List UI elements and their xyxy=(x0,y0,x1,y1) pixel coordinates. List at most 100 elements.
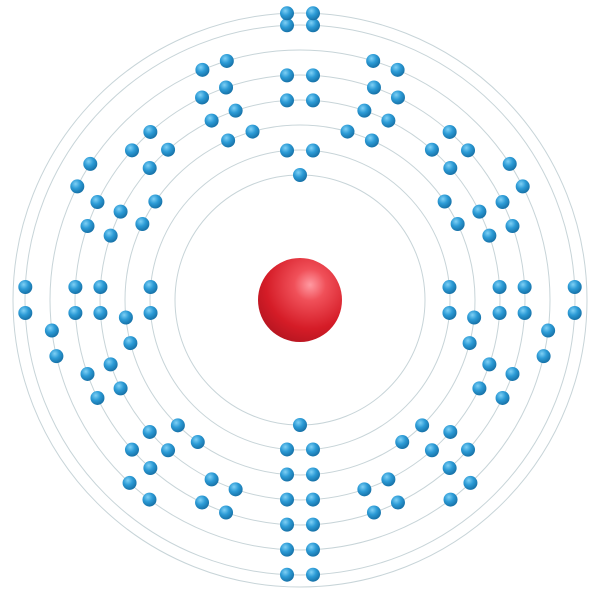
electron-shell-3-10 xyxy=(280,467,295,482)
electron-shell-2-2 xyxy=(305,143,320,158)
shell-ring-3 xyxy=(124,124,476,476)
electron-shell-5-22 xyxy=(124,442,139,457)
electron-shell-5-12 xyxy=(495,390,510,405)
electron-shell-5-27 xyxy=(80,219,95,234)
electron-shell-3-1 xyxy=(340,124,355,139)
electron-shell-3-17 xyxy=(221,133,236,148)
electron-shell-3-13 xyxy=(123,336,138,351)
electron-shell-5-26 xyxy=(68,280,83,295)
electron-shell-4-15 xyxy=(381,472,396,487)
electron-shell-4-11 xyxy=(482,357,497,372)
electron-shell-7-2 xyxy=(306,18,320,33)
electron-shell-6-3 xyxy=(502,156,517,171)
electron-shell-5-30 xyxy=(143,124,158,139)
electron-shell-3-2 xyxy=(364,133,379,148)
electron-shell-5-19 xyxy=(219,505,234,520)
electron-shell-5-7 xyxy=(495,195,510,210)
electron-shell-2-8 xyxy=(143,280,158,295)
electron-shell-6-4 xyxy=(515,179,530,194)
electron-shell-3-18 xyxy=(245,124,260,139)
electron-shell-6-5 xyxy=(541,323,556,338)
electron-shell-7-4 xyxy=(567,306,582,320)
electron-shell-7-5 xyxy=(306,567,320,582)
electron-shell-2-1 xyxy=(280,143,295,158)
electron-shell-6-6 xyxy=(536,349,551,364)
electron-shell-6-11 xyxy=(142,492,157,507)
electron-shell-6-18 xyxy=(219,53,234,68)
electron-shell-3-7 xyxy=(415,418,430,433)
electron-shell-5-15 xyxy=(390,495,405,510)
electron-shell-4-23 xyxy=(113,381,128,396)
electron-shell-4-31 xyxy=(204,113,219,128)
shell-ring-7 xyxy=(24,24,576,576)
electron-shell-3-4 xyxy=(450,216,465,231)
electron-shell-4-26 xyxy=(93,280,108,295)
electron-shell-5-18 xyxy=(280,517,295,532)
electron-shell-6-17 xyxy=(195,62,210,77)
electron-shell-3-6 xyxy=(462,336,477,351)
electron-shell-5-9 xyxy=(517,280,532,295)
electron-shell-5-2 xyxy=(305,68,320,83)
electron-shell-5-14 xyxy=(442,461,457,476)
electron-shell-3-15 xyxy=(135,216,150,231)
electron-shell-5-13 xyxy=(461,442,476,457)
electron-shell-5-4 xyxy=(390,90,405,105)
electron-shell-7-7 xyxy=(18,306,33,320)
electron-shell-5-10 xyxy=(517,305,532,320)
electron-shell-4-20 xyxy=(204,472,219,487)
shell-ring-5 xyxy=(74,74,526,526)
electron-shell-4-17 xyxy=(305,492,320,507)
electron-shell-6-12 xyxy=(122,475,137,490)
electron-shell-5-23 xyxy=(90,390,105,405)
electron-shell-1-2 xyxy=(293,418,307,432)
nucleus xyxy=(258,258,342,342)
electron-shell-5-1 xyxy=(280,68,295,83)
electron-shell-4-10 xyxy=(492,305,507,320)
electron-shell-7-8 xyxy=(18,280,33,294)
electron-shell-6-10 xyxy=(280,542,295,557)
electron-shell-4-30 xyxy=(161,142,176,157)
electron-shell-4-5 xyxy=(424,142,439,157)
electron-shell-4-13 xyxy=(443,424,458,439)
electron-shell-4-32 xyxy=(228,103,243,118)
shell-ring-8 xyxy=(12,12,588,588)
electrons xyxy=(18,6,582,582)
electron-shell-4-2 xyxy=(305,93,320,108)
electron-shell-2-7 xyxy=(143,305,158,320)
electron-shell-4-22 xyxy=(142,424,157,439)
electron-shell-5-28 xyxy=(90,195,105,210)
electron-shell-3-11 xyxy=(190,435,205,450)
electron-shell-4-21 xyxy=(161,443,176,458)
electron-shell-5-6 xyxy=(461,143,476,158)
electron-shell-5-20 xyxy=(195,495,210,510)
electron-shell-3-14 xyxy=(118,310,133,325)
electron-shell-3-3 xyxy=(437,194,452,209)
electron-shell-6-2 xyxy=(390,62,405,77)
electron-shell-7-3 xyxy=(567,280,582,294)
electron-shell-4-14 xyxy=(424,443,439,458)
electron-shell-6-15 xyxy=(70,179,85,194)
electron-shell-4-4 xyxy=(381,113,396,128)
electron-shell-6-13 xyxy=(49,349,64,364)
electron-shell-2-3 xyxy=(442,280,457,295)
electron-shell-4-29 xyxy=(142,161,157,176)
electron-shell-5-16 xyxy=(366,505,381,520)
electron-shell-5-3 xyxy=(366,80,381,95)
electron-shell-7-6 xyxy=(280,567,294,582)
electron-shell-5-5 xyxy=(442,124,457,139)
electron-shell-6-7 xyxy=(463,475,478,490)
electron-shell-5-11 xyxy=(505,366,520,381)
electron-shell-6-8 xyxy=(443,492,458,507)
electron-shell-4-28 xyxy=(113,204,128,219)
electron-shell-4-9 xyxy=(492,280,507,295)
electron-shell-4-16 xyxy=(357,482,372,497)
electron-shell-4-8 xyxy=(482,228,497,243)
shell-ring-6 xyxy=(49,49,551,551)
electron-shell-4-25 xyxy=(93,305,108,320)
electron-shell-3-5 xyxy=(467,310,482,325)
electron-shell-2-6 xyxy=(280,442,295,457)
electron-shell-5-8 xyxy=(505,219,520,234)
electron-shell-5-24 xyxy=(80,366,95,381)
